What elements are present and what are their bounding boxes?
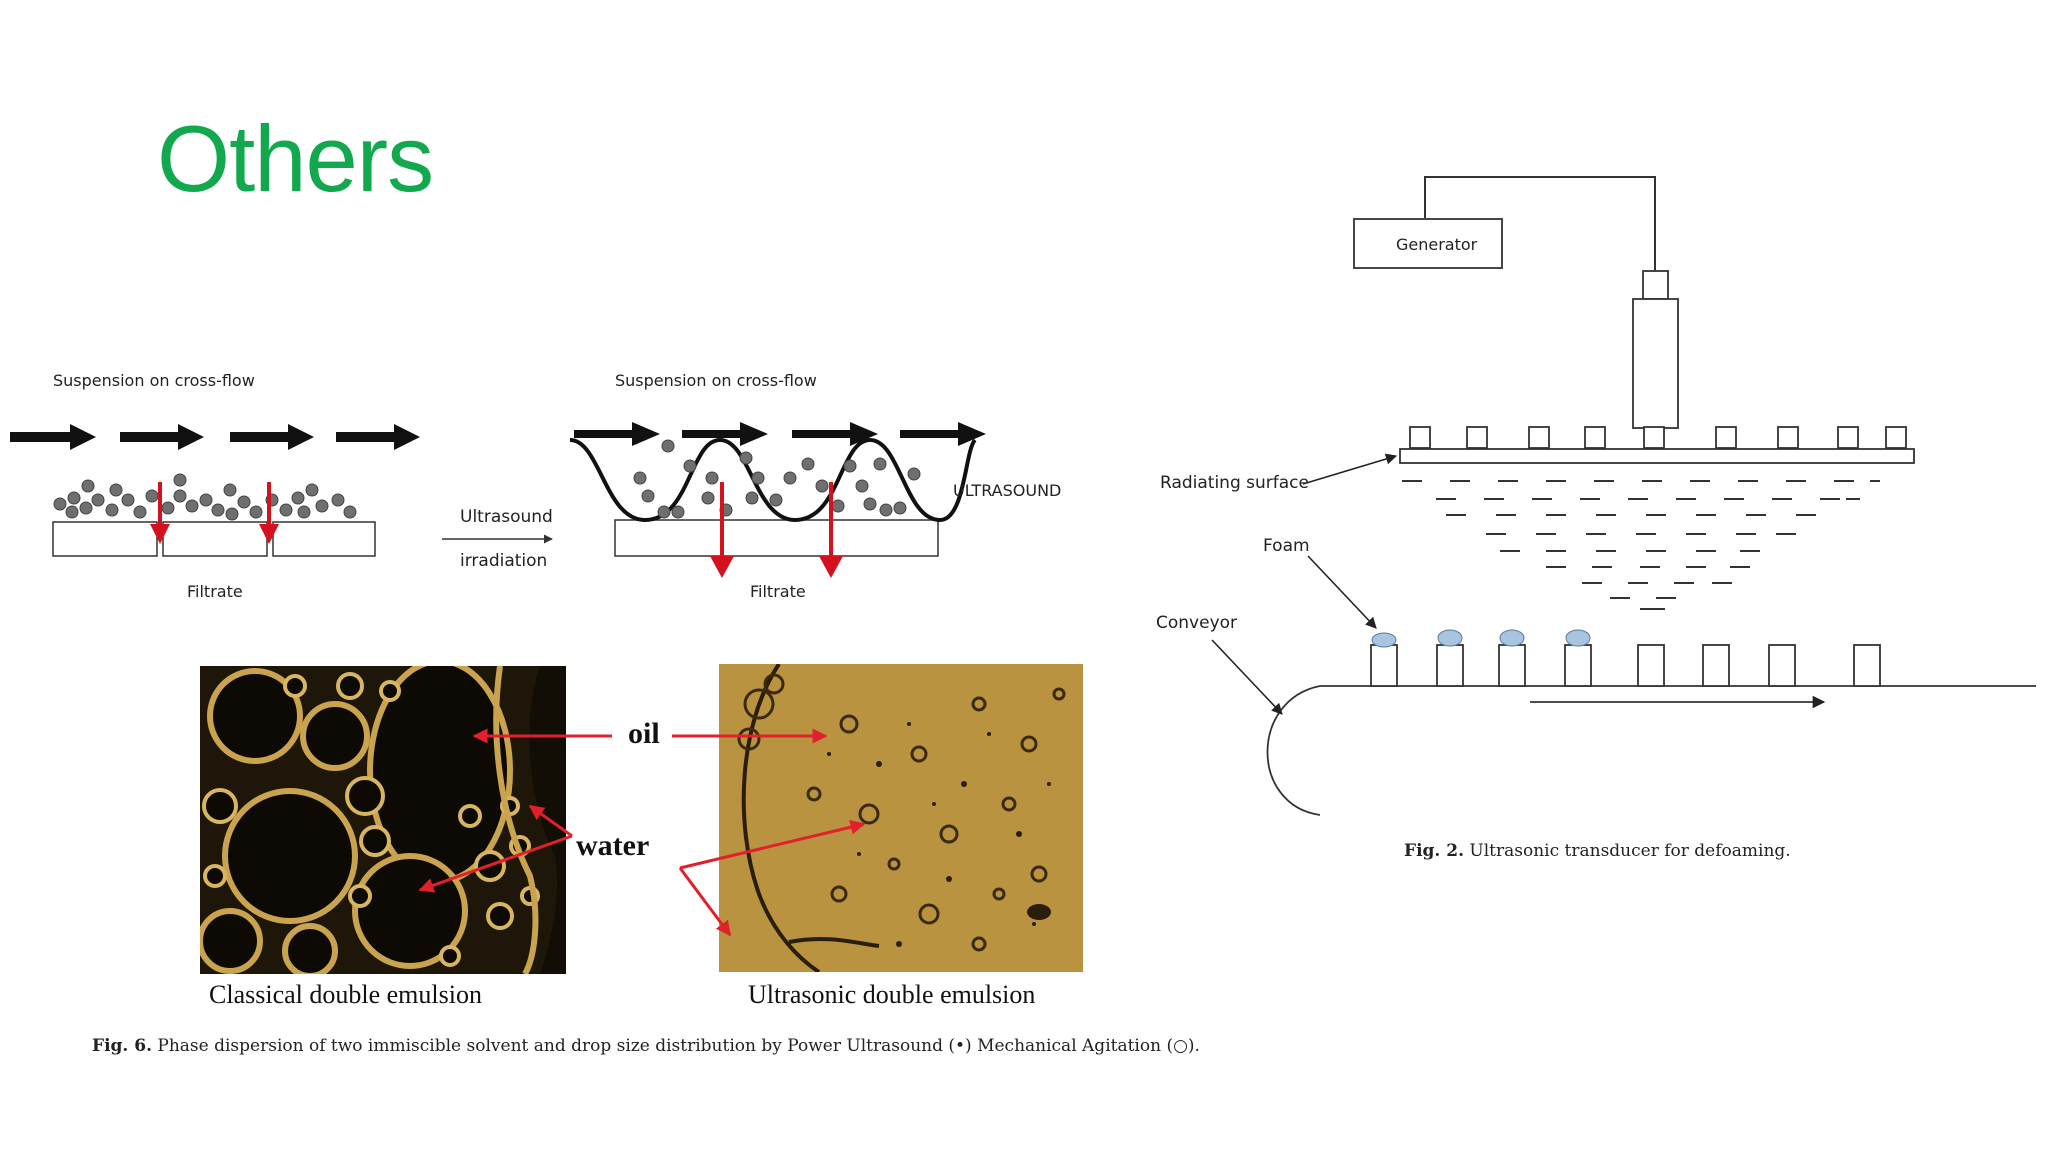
ultrasonic-emulsion-caption: Ultrasonic double emulsion [748, 980, 1036, 1009]
foam-label: Foam [1263, 536, 1310, 556]
slide-title: Others [157, 106, 434, 211]
fig2-text: Ultrasonic transducer for defoaming. [1469, 841, 1791, 861]
membrane-left [52, 521, 376, 557]
classical-emulsion-caption: Classical double emulsion [209, 980, 482, 1009]
ultrasonic-emulsion-drawing [719, 664, 1083, 972]
filtrate-label-right: Filtrate [750, 582, 806, 601]
filtrate-label-left: Filtrate [187, 582, 243, 601]
fig2-caption: Fig. 2. Ultrasonic transducer for defoam… [1404, 841, 1791, 861]
flow-arrows-left [10, 424, 420, 450]
ultrasonic-emulsion-photo [719, 664, 1083, 972]
ultrasound-label: Ultrasound [460, 507, 553, 527]
irradiation-label: irradiation [460, 551, 548, 571]
fig6-caption: Fig. 6. Phase dispersion of two immiscib… [92, 1036, 1200, 1056]
water-label: water [576, 829, 650, 862]
generator-label: Generator [1396, 235, 1478, 254]
suspension-label-right: Suspension on cross-flow [615, 371, 817, 390]
oil-label: oil [628, 717, 660, 750]
classical-emulsion-drawing [200, 666, 566, 974]
particles-left [53, 473, 357, 521]
radiating-surface-label: Radiating surface [1160, 473, 1309, 493]
fig6-text: Phase dispersion of two immiscible solve… [157, 1036, 1200, 1056]
fig2-label: Fig. 2. [1404, 841, 1464, 861]
conveyor-label: Conveyor [1156, 613, 1238, 633]
classical-emulsion-photo [200, 666, 566, 974]
fig6-label: Fig. 6. [92, 1036, 152, 1056]
ultrasound-tag: ULTRASOUND [953, 481, 1062, 500]
suspension-label-left: Suspension on cross-flow [53, 371, 255, 390]
